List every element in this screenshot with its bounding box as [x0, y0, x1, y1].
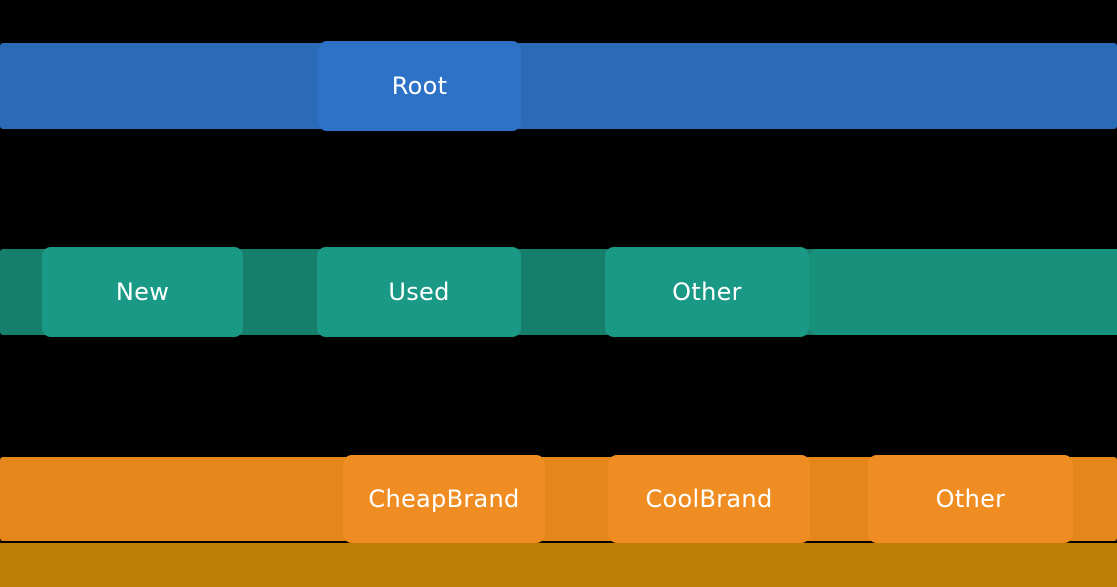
- root-level-band: [0, 43, 1117, 129]
- node-coolbrand[interactable]: CoolBrand: [608, 455, 810, 543]
- node-other-brand[interactable]: Other: [868, 455, 1073, 543]
- node-new[interactable]: New: [42, 247, 243, 337]
- node-root-label: Root: [391, 72, 448, 100]
- node-root[interactable]: Root: [318, 41, 521, 131]
- node-coolbrand-label: CoolBrand: [645, 485, 773, 513]
- condition-level-right-segment: [809, 249, 1117, 335]
- node-new-label: New: [115, 278, 170, 306]
- node-other-brand-label: Other: [935, 485, 1006, 513]
- node-used[interactable]: Used: [317, 247, 521, 337]
- clipped-next-level-band: [0, 543, 1117, 587]
- node-cheapbrand[interactable]: CheapBrand: [343, 455, 545, 543]
- node-other-condition-label: Other: [672, 278, 742, 306]
- node-other-condition[interactable]: Other: [605, 247, 809, 337]
- node-used-label: Used: [388, 278, 450, 306]
- node-cheapbrand-label: CheapBrand: [368, 485, 520, 513]
